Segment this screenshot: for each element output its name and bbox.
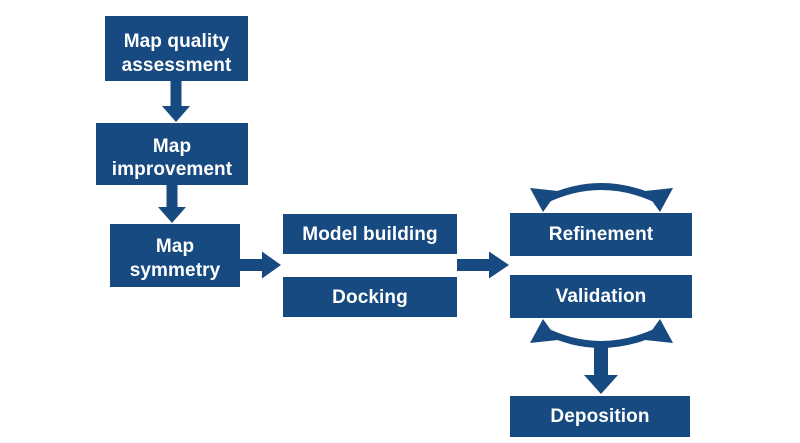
node-refinement-box	[510, 213, 692, 256]
cycle-arc-top-arrowhead-right	[645, 188, 673, 212]
node-deposition-box	[510, 396, 690, 437]
node-validation-box	[510, 275, 692, 318]
arrow-symmetry-to-building	[240, 251, 281, 279]
node-docking-label: Docking	[332, 287, 408, 308]
cycle-arc-bottom	[530, 319, 673, 348]
node-docking-box	[283, 277, 457, 317]
node-model-building-box	[283, 214, 457, 254]
node-deposition-label: Deposition	[550, 406, 649, 427]
node-refinement-label: Refinement	[549, 224, 654, 245]
cycle-arc-bottom-arrowhead-right	[645, 319, 673, 343]
node-map-symmetry-box	[110, 224, 240, 287]
cycle-arc-top-arrowhead-left	[530, 188, 558, 212]
node-model-building[interactable]: Model building	[283, 214, 457, 254]
node-map-improvement-label-line2: improvement	[112, 159, 233, 180]
arrow-quality-to-improvement	[162, 81, 190, 122]
node-model-building-label: Model building	[302, 224, 437, 245]
node-validation-label: Validation	[556, 286, 647, 307]
arrow-cycle-to-deposition	[584, 347, 618, 394]
arrow-improvement-to-symmetry	[158, 185, 186, 223]
node-map-symmetry-label-line2: symmetry	[130, 260, 221, 281]
node-map-improvement-label-line1: Map	[153, 136, 191, 157]
node-map-improvement-box	[96, 123, 248, 185]
arrow-building-to-refinement	[457, 251, 509, 279]
node-map-quality-assessment-box	[105, 16, 248, 81]
node-map-improvement[interactable]: Map improvement	[96, 123, 248, 185]
node-refinement[interactable]: Refinement	[510, 213, 692, 256]
cycle-arc-top	[530, 183, 673, 212]
node-map-symmetry[interactable]: Map symmetry	[110, 224, 240, 287]
cycle-arc-bottom-arrowhead-left	[530, 319, 558, 343]
node-deposition[interactable]: Deposition	[510, 396, 690, 437]
node-docking[interactable]: Docking	[283, 277, 457, 317]
node-map-symmetry-label-line1: Map	[156, 236, 194, 257]
node-map-quality-assessment-label-line2: assessment	[122, 55, 232, 76]
node-validation[interactable]: Validation	[510, 275, 692, 318]
node-map-quality-assessment[interactable]: Map quality assessment	[105, 16, 248, 81]
node-map-quality-assessment-label-line1: Map quality	[124, 31, 230, 52]
